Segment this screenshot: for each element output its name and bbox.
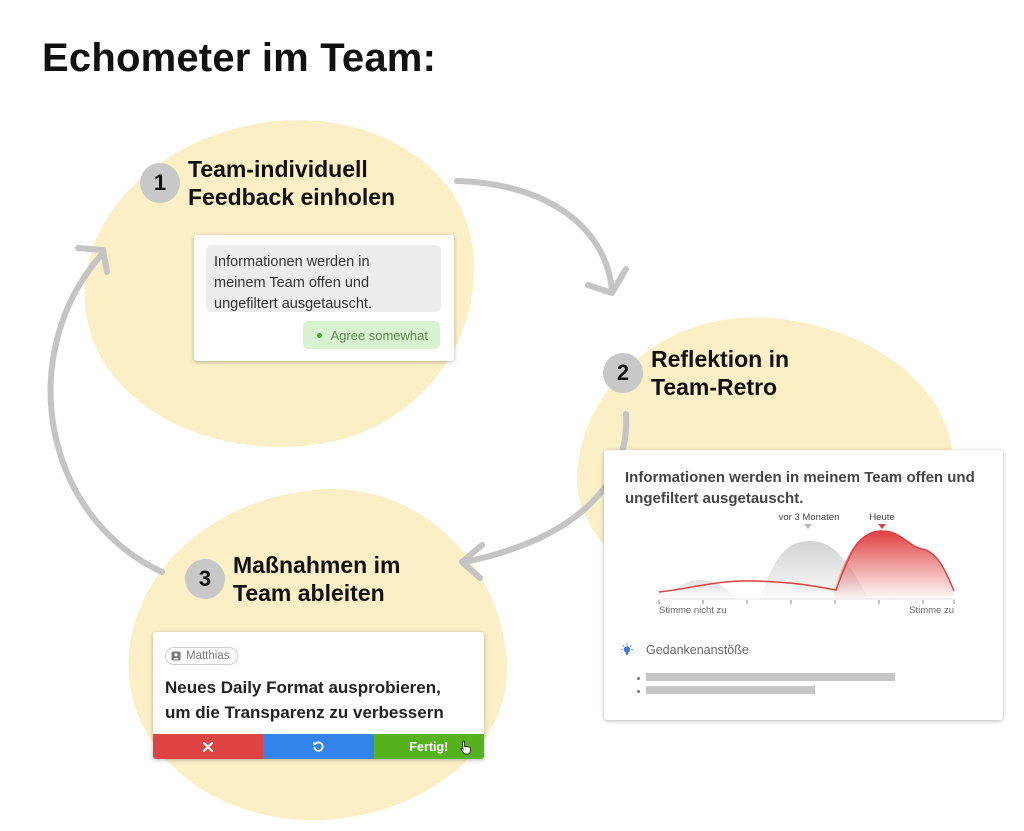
lightbulb-icon [621, 643, 633, 655]
step-1: 1 Team-individuell Feedback einholen [140, 155, 418, 211]
x-axis-left-label: Stimme nicht zu [659, 605, 727, 616]
reject-button[interactable] [153, 734, 264, 759]
survey-card: Informationen werden in meinem Team offe… [194, 235, 454, 361]
done-label: Fertig! [409, 739, 449, 754]
undo-icon [313, 741, 324, 752]
now-distribution-line [658, 530, 955, 593]
arrow-step1-to-step2-head [585, 266, 629, 296]
answer-dot-icon [317, 332, 323, 338]
bullet-dot [637, 677, 640, 680]
action-text-line: Neues Daily Format ausprobieren, [165, 678, 441, 697]
insights-label: Gedankenanstöße [646, 643, 749, 657]
arrow-step3-to-step1-head [75, 245, 110, 275]
statement-line: ungefiltert ausgetauscht. [214, 296, 372, 312]
now-marker-icon [878, 524, 886, 529]
step-title: Reflektion in Team-Retro [651, 345, 881, 401]
answer-label: Agree somewhat [330, 327, 428, 343]
step-title-line: Team-Retro [651, 374, 778, 400]
x-axis-right-label: Stimme zu [909, 605, 954, 616]
close-icon [203, 741, 214, 752]
past-marker-label: vor 3 Monaten [779, 512, 840, 523]
step-number: 1 [140, 163, 180, 203]
person-icon [171, 651, 181, 661]
step-2: 2 Reflektion in Team-Retro [603, 345, 881, 401]
step-number: 3 [185, 559, 225, 599]
retro-card: Informationen werden in meinem Team offe… [604, 450, 1003, 720]
author-name: Matthias [186, 650, 230, 662]
step-title: Maßnahmen im Team ableiten [233, 551, 463, 607]
now-distribution-fill [834, 530, 954, 600]
step-3: 3 Maßnahmen im Team ableiten [185, 551, 463, 607]
step-title: Team-individuell Feedback einholen [188, 155, 418, 211]
placeholder-line [646, 686, 815, 694]
arrow-step1-to-step2 [454, 178, 615, 293]
past-distribution-small [666, 579, 736, 598]
arrow-step2-to-step3-head [459, 542, 485, 581]
reset-button[interactable] [263, 734, 374, 759]
arrow-step3-to-step1 [47, 250, 165, 575]
done-button[interactable]: Fertig! [373, 734, 484, 759]
insights-section: Gedankenanstöße [620, 643, 749, 657]
retro-question: Informationen werden in meinem Team offe… [625, 467, 985, 509]
statement-line: Informationen werden in [214, 254, 370, 270]
hand-cursor-icon [460, 740, 472, 755]
bullet-dot [637, 690, 640, 693]
action-text-line: um die Transparenz zu verbessern [165, 703, 444, 722]
question-line: ungefiltert ausgetauscht. [625, 490, 804, 507]
distribution-chart: vor 3 Monaten Heute Stimme nicht zu Stim… [658, 512, 956, 616]
step-title-line: Reflektion in [651, 346, 790, 372]
action-card: Matthias Neues Daily Format ausprobieren… [153, 632, 484, 759]
placeholder-line [646, 673, 895, 681]
step-title-line: Team-individuell [188, 156, 368, 182]
step-title-line: Team ableiten [233, 580, 385, 606]
step-title-line: Maßnahmen im [233, 552, 401, 578]
past-marker-icon [804, 524, 812, 529]
now-marker-label: Heute [869, 512, 894, 523]
page-title: Echometer im Team: [42, 36, 437, 80]
step-number: 2 [603, 353, 643, 393]
survey-statement: Informationen werden in meinem Team offe… [206, 245, 441, 312]
action-text: Neues Daily Format ausprobieren, um die … [165, 675, 475, 725]
author-chip: Matthias [165, 647, 239, 665]
action-buttons: Fertig! [153, 734, 484, 759]
question-line: Informationen werden in meinem Team offe… [625, 469, 975, 486]
x-axis-ticks [658, 600, 955, 604]
answer-pill[interactable]: Agree somewhat [303, 321, 440, 349]
step-title-line: Feedback einholen [188, 184, 396, 210]
arrow-step2-to-step3 [462, 411, 630, 565]
statement-line: meinem Team offen und [214, 275, 370, 291]
